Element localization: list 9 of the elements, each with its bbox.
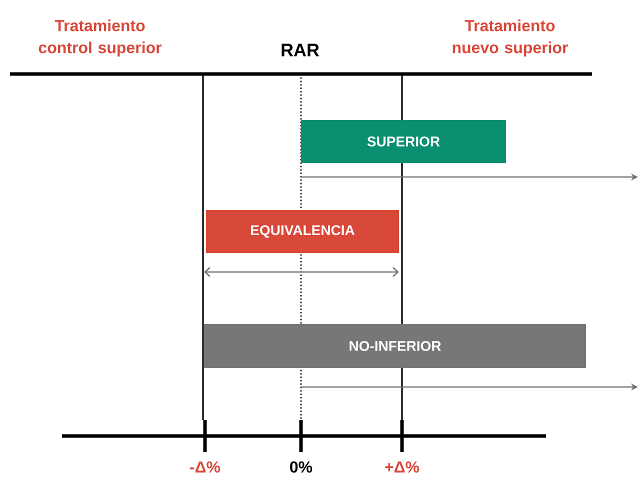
side-label: Tratamiento control superior bbox=[38, 20, 162, 56]
tick-label: +Δ% bbox=[385, 461, 420, 473]
result-bar: EQUIVALENCIA bbox=[206, 210, 399, 253]
axis-title: RAR bbox=[282, 44, 320, 56]
side-label: Tratamiento nuevo superior bbox=[452, 20, 568, 56]
result-bar: NO-INFERIOR bbox=[204, 324, 586, 368]
tick-label: -Δ% bbox=[190, 461, 220, 473]
result-bar: SUPERIOR bbox=[301, 120, 506, 163]
tick-label: 0% bbox=[290, 461, 312, 473]
